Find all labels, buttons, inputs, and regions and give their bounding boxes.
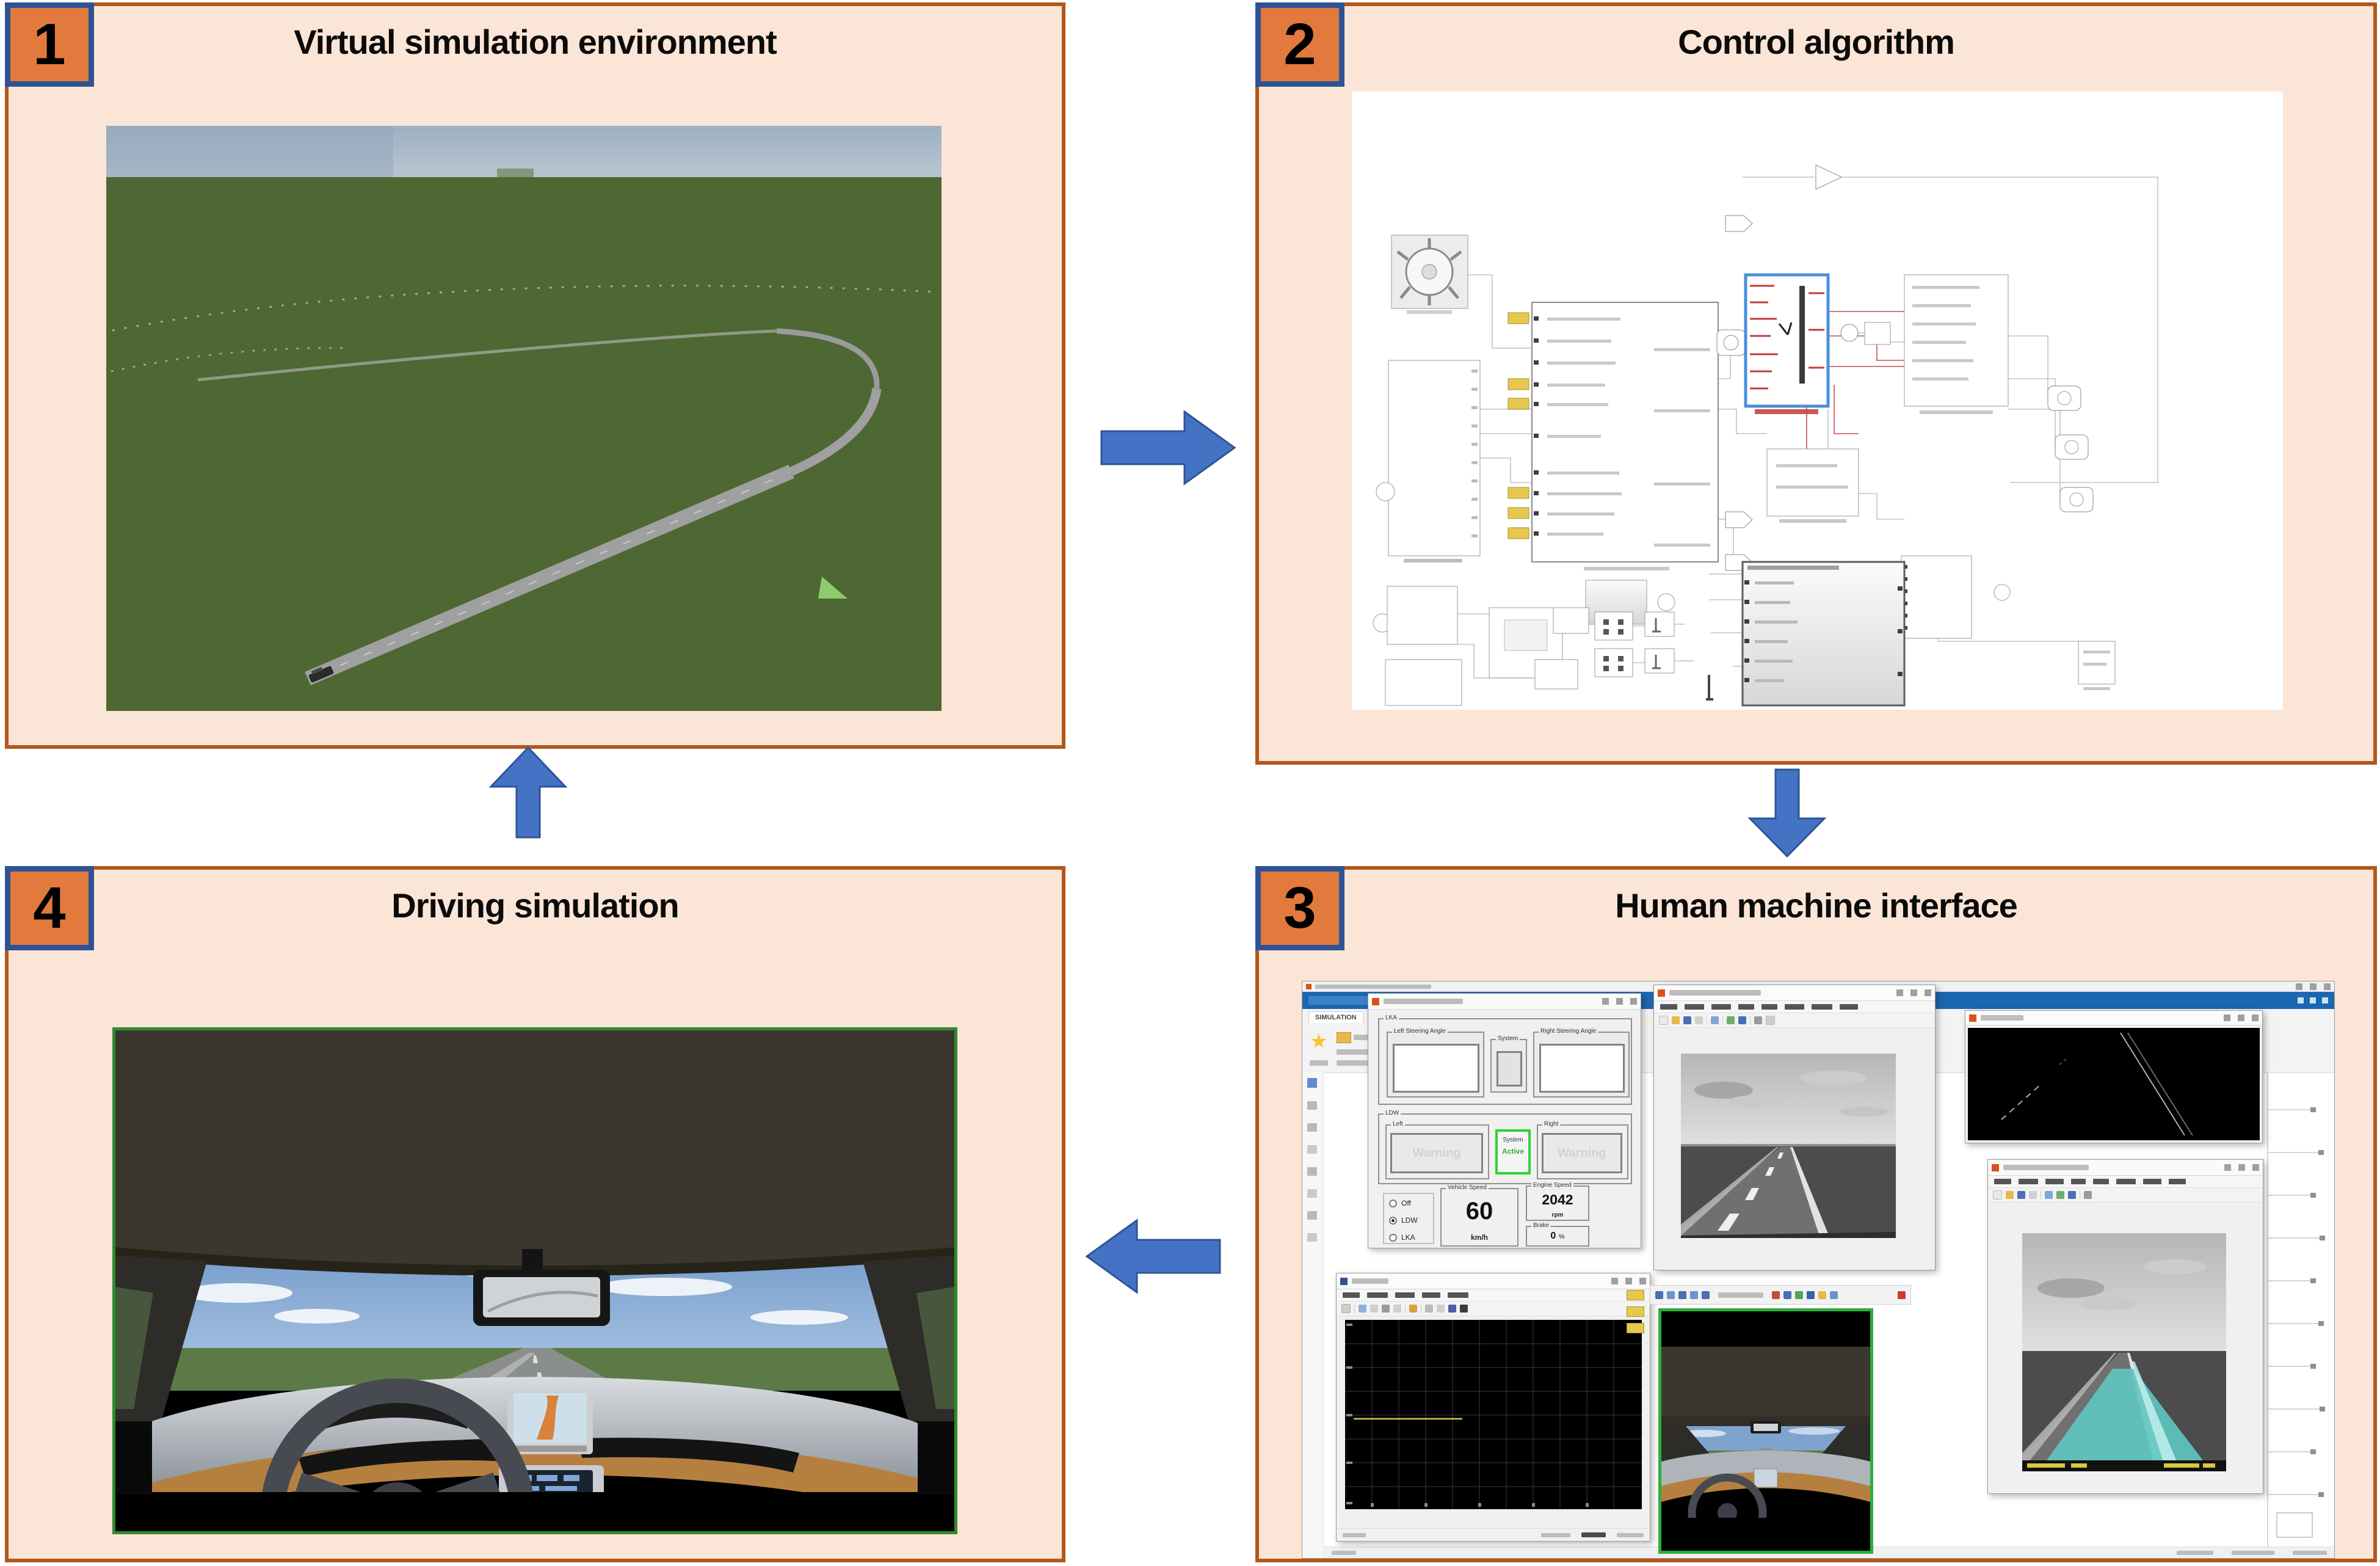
simulink-model-screenshot — [1352, 92, 2283, 710]
ribbon-star-icon — [1311, 1033, 1327, 1048]
result-display-window — [1987, 1159, 2263, 1494]
radio-off: Off — [1389, 1199, 1418, 1207]
right-warning-display: Warning — [1542, 1133, 1622, 1173]
lka-system-group: System — [1490, 1035, 1527, 1093]
driver-view-toolbar — [1650, 1285, 1911, 1305]
brake-label: Brake — [1531, 1222, 1551, 1229]
camera-display-window — [1653, 985, 1936, 1270]
dialog-title-blob — [1384, 999, 1463, 1004]
panel-title-driving-simulation: Driving simulation — [391, 886, 680, 925]
scope-plot — [1345, 1320, 1642, 1509]
matlab-app-icon — [1372, 997, 1379, 1005]
ego-vehicle-marker — [308, 666, 334, 683]
camera-road-image — [1681, 1054, 1896, 1238]
step-badge-1: 1 — [5, 2, 94, 87]
highlighted-controller-block — [1744, 273, 1830, 414]
vehicle-speed-group: Vehicle Speed 60 km/h — [1440, 1184, 1518, 1247]
ldw-group: LDW Left Warning System Active Right War… — [1378, 1110, 1632, 1184]
result-window-toolbar — [1988, 1188, 2263, 1203]
engine-speed-group: Engine Speed 2042 rpm — [1526, 1182, 1589, 1221]
brake-value: 0 — [1550, 1231, 1556, 1241]
window-controls — [1602, 998, 1637, 1005]
radio-lka: LKA — [1389, 1233, 1418, 1242]
panel-title-hmi: Human machine interface — [1615, 886, 2018, 925]
ego-vehicle-parameters-window: LKA Left Steering Angle System Right Ste… — [1368, 993, 1641, 1248]
camera-window-menubar — [1654, 1001, 1935, 1013]
scope-window — [1336, 1273, 1650, 1542]
left-warning-display: Warning — [1390, 1133, 1483, 1173]
lka-group: LKA Left Steering Angle System Right Ste… — [1378, 1014, 1632, 1105]
panel-title-control-algorithm: Control algorithm — [1678, 23, 1955, 61]
scope-menubar — [1337, 1289, 1650, 1302]
panel-title-virtual-simulation: Virtual simulation environment — [294, 23, 777, 61]
system-active-label: System — [1503, 1137, 1523, 1143]
ldw-right-group: Right Warning — [1537, 1121, 1628, 1179]
result-window-menubar — [1988, 1176, 2263, 1188]
vehicle-dynamics-block — [1741, 561, 1906, 707]
simulink-app-icon — [1306, 983, 1312, 989]
model-input-ports — [1627, 1290, 1644, 1333]
left-steering-angle-label: Left Steering Angle — [1392, 1028, 1448, 1035]
radio-ldw: LDW — [1389, 1216, 1418, 1225]
panel-virtual-simulation: 1 Virtual simulation environment — [5, 2, 1065, 749]
driving-simulation-screenshot — [112, 1027, 957, 1534]
mode-radio-group: Off LDW LKA — [1383, 1193, 1434, 1244]
engine-speed-unit: rpm — [1551, 1212, 1564, 1218]
right-steering-angle-display — [1539, 1044, 1625, 1093]
wheel-subsystem-block — [1391, 235, 1468, 314]
result-road-image — [2022, 1233, 2226, 1471]
panel-human-machine-interface: 4 3 Human machine interface SIMULATION — [1255, 866, 2377, 1562]
arrow-down-icon — [1747, 768, 1827, 858]
arrow-left-icon — [1085, 1218, 1221, 1294]
driver-view-window — [1658, 1308, 1873, 1554]
ldw-left-group: Left Warning — [1385, 1121, 1489, 1179]
lka-group-label: LKA — [1384, 1014, 1399, 1021]
right-steering-angle-label: Right Steering Angle — [1539, 1028, 1598, 1035]
engine-speed-label: Engine Speed — [1531, 1182, 1573, 1189]
step-badge-2: 2 — [1255, 2, 1344, 87]
system-active-indicator: System Active — [1495, 1129, 1531, 1174]
panel-control-algorithm: 2 Control algorithm — [1255, 2, 2377, 765]
background-model-wiring — [2267, 1073, 2325, 1550]
engine-speed-value: 2042 — [1542, 1192, 1573, 1207]
right-steering-angle-group: Right Steering Angle — [1533, 1028, 1630, 1098]
lane-lines-window — [1965, 1010, 2263, 1143]
camera-window-toolbar — [1654, 1013, 1935, 1028]
tab-simulation: SIMULATION — [1308, 1011, 1363, 1023]
arrow-up-icon — [488, 746, 568, 839]
step-badge-3: 3 — [1255, 866, 1344, 950]
brake-unit: % — [1558, 1233, 1565, 1240]
vehicle-speed-unit: km/h — [1470, 1233, 1488, 1242]
brake-group: Brake 0 % — [1526, 1222, 1589, 1247]
ldw-left-label: Left — [1391, 1121, 1405, 1127]
scope-toolbar — [1337, 1302, 1650, 1316]
vehicle-speed-value: 60 — [1465, 1198, 1493, 1225]
panel-driving-simulation: 4 Driving simulation — [5, 866, 1065, 1562]
step-badge-4: 4 — [5, 866, 94, 950]
arrow-right-icon — [1100, 410, 1236, 486]
left-steering-angle-group: Left Steering Angle — [1387, 1028, 1484, 1098]
system-active-value: Active — [1501, 1147, 1525, 1156]
hmi-screenshot: SIMULATION — [1294, 981, 2348, 1559]
lka-system-status-box — [1497, 1051, 1522, 1087]
ldw-right-label: Right — [1542, 1121, 1561, 1127]
left-steering-angle-display — [1393, 1044, 1479, 1093]
simulink-window-title-blob — [1315, 984, 1431, 989]
lane-lines-canvas — [1968, 1028, 2260, 1140]
lka-system-label: System — [1496, 1035, 1520, 1042]
simulink-left-toolstrip — [1302, 1072, 1324, 1558]
ldw-group-label: LDW — [1384, 1110, 1401, 1116]
virtual-environment-screenshot — [106, 126, 941, 711]
vehicle-speed-label: Vehicle Speed — [1446, 1184, 1489, 1191]
ribbon-open-icon — [1337, 1032, 1351, 1043]
